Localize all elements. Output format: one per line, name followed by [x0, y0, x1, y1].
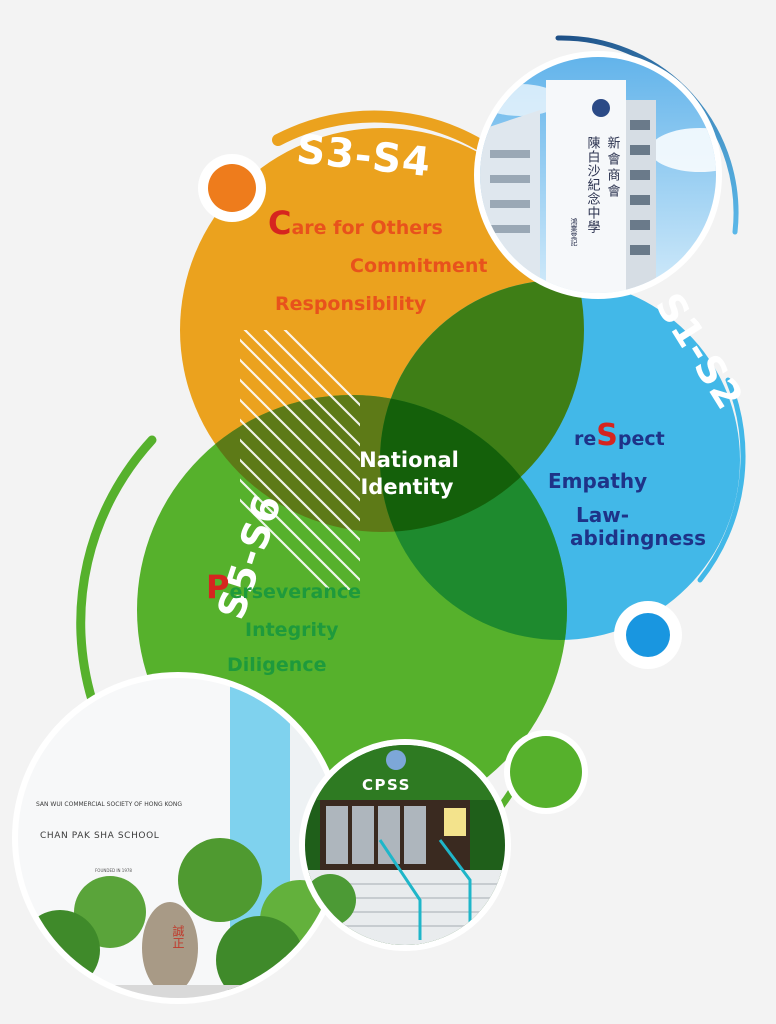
building-sign-col1: 新會商會	[605, 135, 621, 200]
center-label-line2: Identity	[360, 475, 453, 499]
diagonal-stripes-decoration	[240, 330, 360, 590]
green-dot-icon	[510, 736, 582, 808]
s1s2-respect-before: re	[574, 428, 596, 450]
photo-school-sign: SAN WUI COMMERCIAL SOCIETY OF HONG KONG …	[12, 672, 344, 1004]
school-crest-icon	[592, 99, 610, 117]
s5s6-value-diligence: Diligence	[227, 654, 326, 676]
s5s6-value-perseverance: Perseverance	[206, 568, 361, 606]
green-left-arc	[76, 435, 157, 705]
s3s4-value-care: Care for Others	[268, 204, 443, 242]
entrance-sign: CPSS	[362, 776, 411, 794]
blue-dot-icon	[626, 613, 670, 657]
s3s4-value-commitment: Commitment	[350, 255, 487, 277]
entrance-crest-icon	[386, 750, 406, 770]
photo-entrance: CPSS	[299, 739, 511, 951]
center-label-line1: National	[359, 448, 459, 472]
overlap-center	[380, 395, 567, 532]
rock-text: 誠正	[171, 925, 185, 949]
s1s2-value-empathy: Empathy	[548, 469, 647, 493]
orange-arc	[272, 110, 486, 151]
sign-line1: SAN WUI COMMERCIAL SOCIETY OF HONG KONG	[36, 801, 182, 808]
s5s6-rest-perseverance: erseverance	[229, 581, 361, 603]
orange-dot-icon	[208, 164, 256, 212]
s1s2-value-law: Law-	[576, 503, 629, 527]
rock	[142, 902, 198, 994]
photo-building: 新會商會 陳白沙紀念中學 鴻業堂記	[474, 51, 722, 299]
s1s2-value-abidingness: abidingness	[570, 526, 706, 550]
s3s4-initial-c: C	[268, 204, 291, 242]
sign-line2: CHAN PAK SHA SCHOOL	[40, 831, 159, 841]
sign-line3: FOUNDED IN 1978	[95, 868, 132, 873]
s3s4-rest-care: are for Others	[291, 217, 442, 239]
s3s4-value-responsibility: Responsibility	[275, 293, 427, 315]
building-sign-col2: 陳白沙紀念中學	[585, 136, 601, 234]
s5s6-initial-p: P	[206, 568, 229, 606]
s1s2-value-respect: reSpect	[574, 418, 665, 453]
s1s2-respect-after: pect	[618, 428, 665, 450]
s5s6-value-integrity: Integrity	[245, 619, 339, 641]
blue-right-arc	[697, 377, 746, 583]
s1s2-initial-s: S	[596, 418, 618, 453]
building-sign-sub: 鴻業堂記	[570, 217, 578, 247]
